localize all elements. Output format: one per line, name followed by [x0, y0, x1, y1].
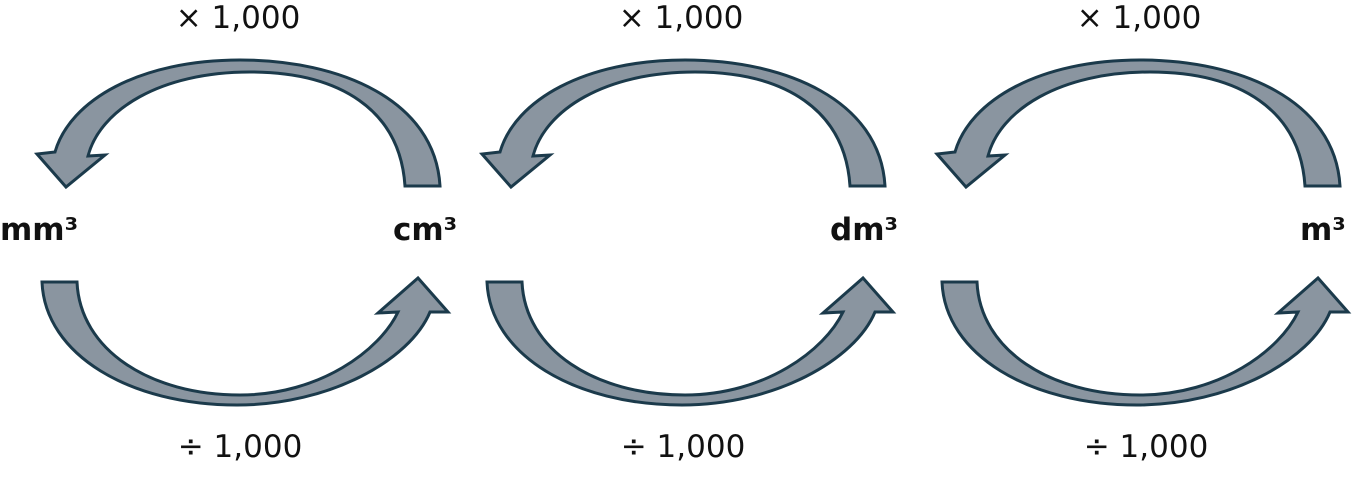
multiply-arrow-3	[933, 58, 1342, 190]
multiply-arrow-2	[478, 58, 887, 190]
unit-m3: m³	[1300, 212, 1346, 248]
multiply-label-mm-cm: × 1,000	[175, 0, 301, 36]
divide-arrow-1	[40, 275, 452, 407]
divide-label-dm-m: ÷ 1,000	[1083, 429, 1209, 465]
unit-dm3: dm³	[830, 212, 899, 248]
multiply-label-cm-dm: × 1,000	[618, 0, 744, 36]
multiply-arrow-1	[33, 58, 442, 190]
unit-mm3: mm³	[0, 212, 79, 248]
divide-label-mm-cm: ÷ 1,000	[177, 429, 303, 465]
divide-arrow-2	[485, 275, 897, 407]
divide-arrow-3	[940, 275, 1352, 407]
multiply-label-dm-m: × 1,000	[1076, 0, 1202, 36]
divide-label-cm-dm: ÷ 1,000	[620, 429, 746, 465]
unit-cm3: cm³	[393, 212, 458, 248]
